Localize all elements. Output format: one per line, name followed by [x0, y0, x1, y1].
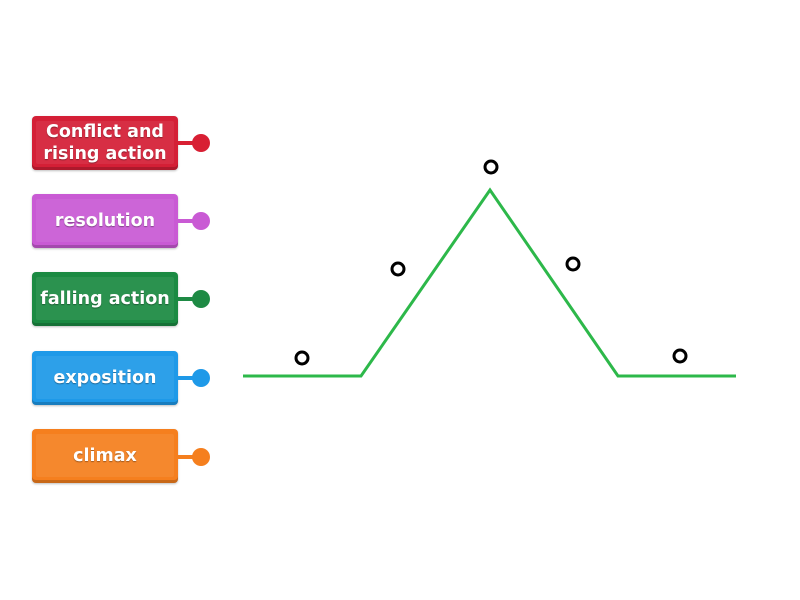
- drop-target-exposition-slot[interactable]: [294, 350, 310, 366]
- label-face: exposition: [36, 356, 174, 399]
- label-text: resolution: [54, 210, 156, 231]
- label-connector: [178, 297, 196, 301]
- label-face: climax: [36, 434, 174, 477]
- label-tile-conflict-rising-action[interactable]: Conflict and rising action: [32, 116, 178, 170]
- label-pin[interactable]: [192, 134, 210, 152]
- label-connector: [178, 141, 196, 145]
- drop-target-resolution-slot[interactable]: [672, 348, 688, 364]
- label-tile-resolution[interactable]: resolution: [32, 194, 178, 248]
- label-text: falling action: [40, 288, 170, 309]
- drop-target-climax-slot[interactable]: [483, 159, 499, 175]
- drop-target-falling-slot[interactable]: [565, 256, 581, 272]
- label-face: resolution: [36, 199, 174, 242]
- label-face: Conflict and rising action: [36, 121, 174, 164]
- label-pin[interactable]: [192, 290, 210, 308]
- label-text: Conflict and rising action: [43, 121, 167, 164]
- label-pin[interactable]: [192, 212, 210, 230]
- label-tile-climax[interactable]: climax: [32, 429, 178, 483]
- label-text: climax: [73, 445, 137, 466]
- label-pin[interactable]: [192, 448, 210, 466]
- label-connector: [178, 219, 196, 223]
- label-pin[interactable]: [192, 369, 210, 387]
- plot-line: [243, 187, 736, 378]
- label-text: exposition: [53, 367, 157, 388]
- label-face: falling action: [36, 277, 174, 320]
- label-connector: [178, 455, 196, 459]
- label-connector: [178, 376, 196, 380]
- label-tile-falling-action[interactable]: falling action: [32, 272, 178, 326]
- drop-target-rising-slot[interactable]: [390, 261, 406, 277]
- label-tile-exposition[interactable]: exposition: [32, 351, 178, 405]
